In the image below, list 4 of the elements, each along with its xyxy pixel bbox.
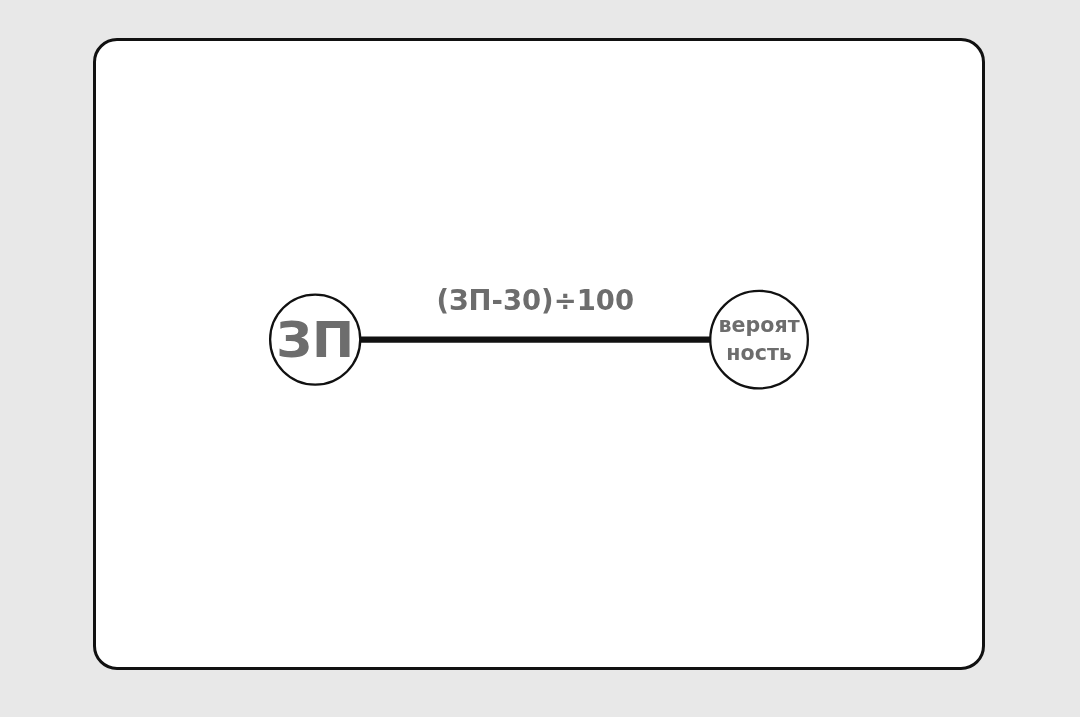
node-circle: ЗП <box>268 293 362 386</box>
edge-label: (ЗП-30)÷100 <box>436 284 634 316</box>
connector <box>360 336 711 343</box>
node-circle: вероятность <box>709 289 810 390</box>
